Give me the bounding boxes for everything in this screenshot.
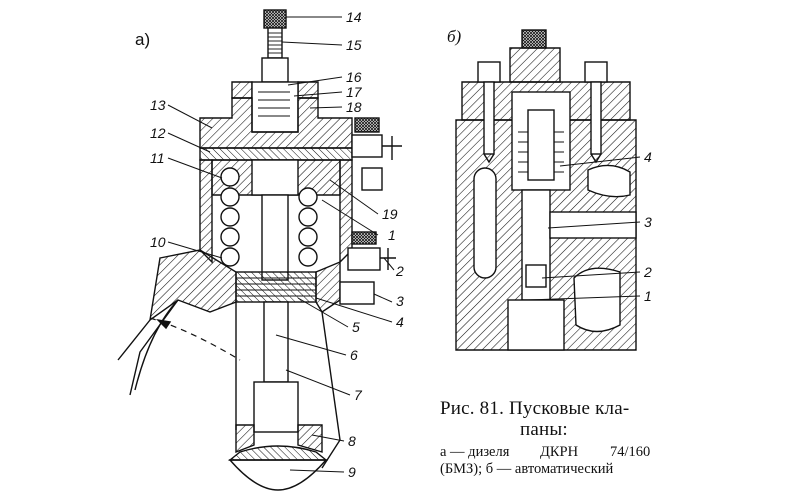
panel-a-leaders	[167, 16, 395, 473]
callout-18: 18	[346, 99, 362, 115]
callout-19: 19	[382, 206, 398, 222]
callout-b-1: 1	[644, 288, 652, 304]
caption-engine-size: 74/160	[610, 444, 651, 460]
caption-part-a: а — дизеля	[440, 444, 510, 460]
callout-b-4: 4	[644, 149, 652, 165]
callout-7: 7	[354, 387, 363, 403]
caption-engine: ДКРН	[540, 444, 579, 460]
callout-13: 13	[150, 97, 166, 113]
panel-b-drawing	[455, 29, 637, 351]
callout-4: 4	[396, 314, 404, 330]
panel-a-drawing	[117, 9, 402, 491]
panel-b-callouts: 4 3 2 1	[643, 149, 652, 304]
callout-12: 12	[150, 125, 166, 141]
callout-3: 3	[396, 293, 404, 309]
callout-b-2: 2	[643, 264, 652, 280]
caption-title-line-2: паны:	[520, 419, 568, 440]
caption-title-line-1: Рис. 81. Пусковые кла-	[440, 398, 630, 419]
callout-16: 16	[346, 69, 362, 85]
callout-14: 14	[346, 9, 362, 25]
callout-2: 2	[395, 263, 404, 279]
callout-8: 8	[348, 433, 356, 449]
panel-b-leaders	[527, 156, 641, 301]
panel-a-callouts: 14 15 16 17 18 13 12 11 19 1 10 2 3 4 5 …	[150, 9, 404, 480]
callout-11: 11	[150, 150, 165, 166]
panel-b-label: б)	[447, 27, 462, 46]
callout-1: 1	[388, 227, 396, 243]
callout-10: 10	[150, 234, 166, 250]
figure-caption: Рис. 81. Пусковые кла- паны: а — дизеля Д…	[440, 398, 672, 478]
caption-line-1: а — дизеля ДКРН 74/160	[440, 444, 672, 461]
callout-17: 17	[346, 84, 363, 100]
callout-b-3: 3	[644, 214, 652, 230]
callout-9: 9	[348, 464, 356, 480]
caption-line-2: (БМЗ); б — автоматический	[440, 461, 614, 477]
callout-6: 6	[350, 347, 358, 363]
callout-5: 5	[352, 319, 360, 335]
panel-a-label: а)	[135, 30, 150, 49]
callout-15: 15	[346, 37, 362, 53]
